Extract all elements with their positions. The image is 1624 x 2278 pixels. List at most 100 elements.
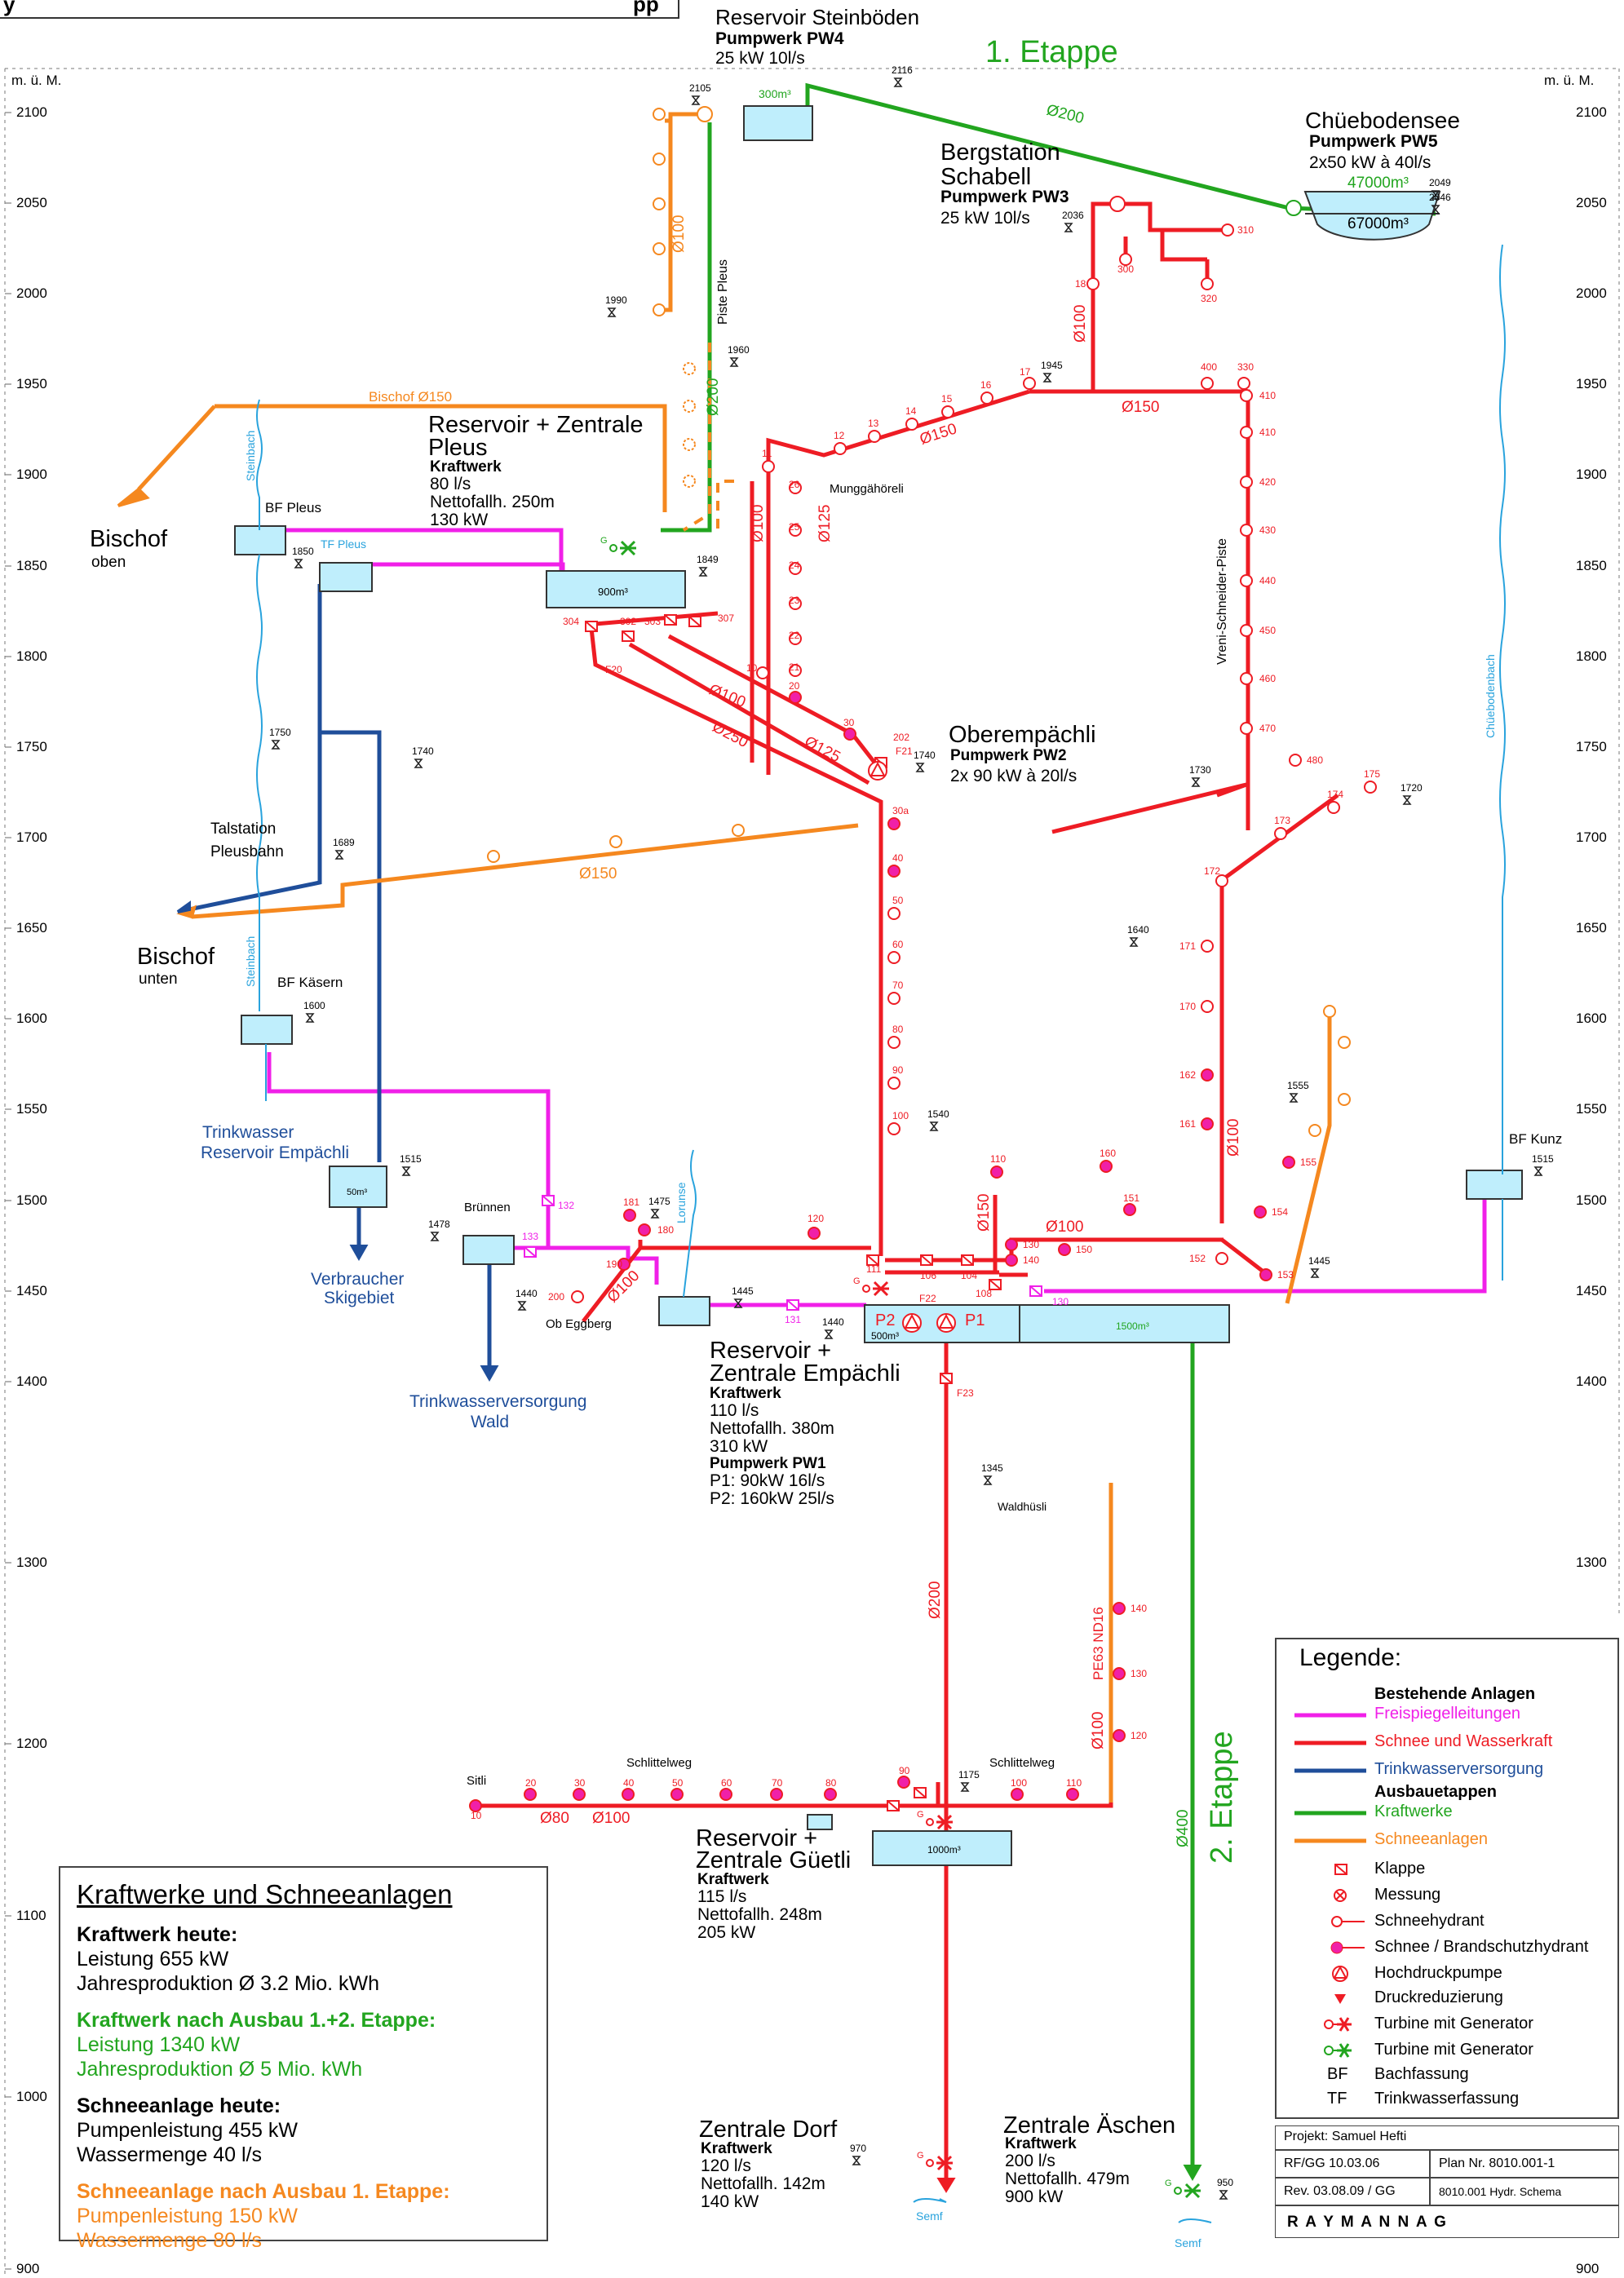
axis-tick-left-1000: 1000 <box>16 2089 47 2104</box>
schneehydrant-icon <box>789 632 802 645</box>
trinkwasser-label: Trinkwasser <box>202 1123 294 1142</box>
klappe-icon-stroke <box>1029 1285 1042 1297</box>
schneehydrant-icon <box>1240 426 1253 439</box>
brandschutzhydrant-icon <box>1201 1068 1214 1081</box>
brandschutzhydrant-icon <box>1259 1268 1272 1281</box>
pipe-label-d100-right: Ø100 <box>1225 1119 1242 1157</box>
elevation-e2036: 2036 <box>1062 210 1084 221</box>
empaechli-title1: Reservoir + <box>710 1338 831 1364</box>
planned-hydrant-icon <box>683 438 696 451</box>
axis-tick-left-1200: 1200 <box>16 1736 47 1751</box>
brandschutzhydrant-icon <box>1066 1788 1079 1801</box>
hydrant-label-s90: 90 <box>899 1765 910 1776</box>
schneehydrant-icon <box>1331 1916 1365 1927</box>
hydrant-label-h70: 70 <box>892 980 904 991</box>
brandschutzhydrant-icon <box>887 865 901 878</box>
legend-sec1: Bestehende Anlagen <box>1374 1685 1536 1703</box>
axis-tick-left-1800: 1800 <box>16 648 47 664</box>
hydrant-label-h410b: 410 <box>1259 427 1276 438</box>
turbine-icon <box>873 1281 889 1297</box>
elevation-marker-icon <box>1310 1268 1320 1278</box>
hydrant-label-h11: 11 <box>762 448 772 459</box>
elevation-e1850: 1850 <box>292 546 314 557</box>
hydrant-label-h200: 200 <box>548 1291 564 1303</box>
planned-hydrant-icon <box>683 400 696 413</box>
summary-box: Kraftwerke und Schneeanlagen Kraftwerk h… <box>59 1866 548 2252</box>
bruennen-basin <box>462 1235 515 1265</box>
hydrant-label-h170: 170 <box>1179 1001 1196 1012</box>
schneehydrant-icon <box>887 907 901 920</box>
axis-tick-left-1100: 1100 <box>16 1908 46 1923</box>
empaechli-vol2: 1500m³ <box>1116 1320 1149 1332</box>
elevation-marker-icon <box>1289 1093 1299 1103</box>
axis-tick-right-2000: 2000 <box>1576 285 1607 301</box>
hydrant-label-h300: 300 <box>1117 263 1134 275</box>
turbine-icon <box>620 540 636 556</box>
brandschutzhydrant-icon <box>524 1788 537 1801</box>
axis-tick-left-1550: 1550 <box>16 1101 47 1117</box>
hydrant-label-h40: 40 <box>892 852 904 864</box>
elevation-e1555: 1555 <box>1287 1080 1309 1091</box>
bf-pleus-basin <box>234 525 286 555</box>
schneehydrant-orange-icon <box>1338 1036 1351 1049</box>
titleblock-r1b: Plan Nr. 8010.001-1 <box>1430 2150 1619 2178</box>
reservoir-empaechli-1500 <box>1019 1304 1230 1343</box>
druckreduzierung-icon <box>1334 1994 1346 2004</box>
valve-label-h132: 132 <box>558 1200 574 1211</box>
legend-swatches <box>1294 1713 1366 2058</box>
brandschutzhydrant-icon <box>638 1223 651 1236</box>
elevation-marker-icon <box>893 77 903 87</box>
elevation-marker-icon <box>401 1166 411 1176</box>
titleblock-projekt: Projekt: Samuel Hefti <box>1275 2125 1619 2150</box>
schneehydrant-icon <box>887 951 901 964</box>
bf-kunz-label: BF Kunz <box>1509 1131 1562 1147</box>
summary-h3: Schneeanlage heute: <box>77 2094 281 2117</box>
hydrant-label-h410: 410 <box>1259 390 1276 401</box>
schneehydrant-icon <box>1023 377 1036 390</box>
klappe-icon-stroke <box>920 1254 933 1266</box>
valve-label-h304: 304 <box>563 616 579 627</box>
axis-tick-left-1900: 1900 <box>16 467 47 482</box>
klappe-icon-stroke <box>989 1279 1002 1290</box>
valve-label-h104: 104 <box>961 1270 977 1281</box>
schneehydrant-icon <box>905 418 918 431</box>
pipe-label-bischof: Bischof Ø150 <box>369 389 452 405</box>
schneehydrant-orange-icon <box>609 835 622 848</box>
valve-label-hF20: F20 <box>605 664 622 675</box>
schneehydrant-orange-icon <box>653 197 666 210</box>
summary-b1: Leistung 1340 kW <box>77 2033 241 2056</box>
trinkwasserversorgung-label: Trinkwasserversorgung <box>409 1392 586 1411</box>
pipe-label-d150-orange: Ø150 <box>579 865 617 882</box>
klappe-icon-stroke <box>887 1800 900 1811</box>
legend-i15: Trinkwasserfassung <box>1374 2090 1520 2108</box>
legend-i6: Klappe <box>1374 1860 1426 1878</box>
valve-label-h108: 108 <box>976 1288 992 1299</box>
klappe-icon-stroke <box>940 1373 953 1384</box>
schabell-sub: Pumpwerk PW3 <box>940 188 1069 206</box>
elevation-marker-icon <box>517 1301 527 1311</box>
hydrant-label-h320: 320 <box>1201 293 1217 304</box>
station-labels: Reservoir Steinböden Pumpwerk PW4 25 kW … <box>428 5 1460 2211</box>
generator-label: G <box>917 1810 924 1820</box>
schneehydrant-icon <box>887 992 901 1005</box>
klappe-icon-stroke <box>866 1254 879 1266</box>
elevation-e2049: 2049 <box>1429 177 1451 188</box>
semf-label-dorf: Semf <box>916 2209 943 2223</box>
schabell-info: 25 kW 10l/s <box>940 209 1030 228</box>
elevation-e2105: 2105 <box>689 82 711 94</box>
elevation-marker-icon <box>414 759 423 768</box>
vol50-label: 50m³ <box>347 1188 367 1197</box>
empaechli-l5: P2: 160kW 25l/s <box>710 1489 834 1508</box>
gueetli-l2: Nettofallh. 248m <box>697 1905 822 1924</box>
semf-label-aeschen: Semf <box>1175 2236 1201 2249</box>
bischof-oben-title: Bischof <box>90 526 168 552</box>
brandschutzhydrant-icon <box>573 1788 586 1801</box>
elevation-e1445b: 1445 <box>1308 1255 1330 1267</box>
hochdruckpumpe-triangle <box>904 1313 920 1329</box>
hydrant-label-s20: 20 <box>525 1777 537 1789</box>
chuebodensee-vol1: 47000m³ <box>1347 175 1409 192</box>
steinbach-label-upper: Steinbach <box>244 431 257 481</box>
pipe-label-d400: Ø400 <box>1175 1810 1192 1847</box>
elevation-e1720: 1720 <box>1401 782 1423 794</box>
schneehydrant-icon <box>1240 476 1253 489</box>
